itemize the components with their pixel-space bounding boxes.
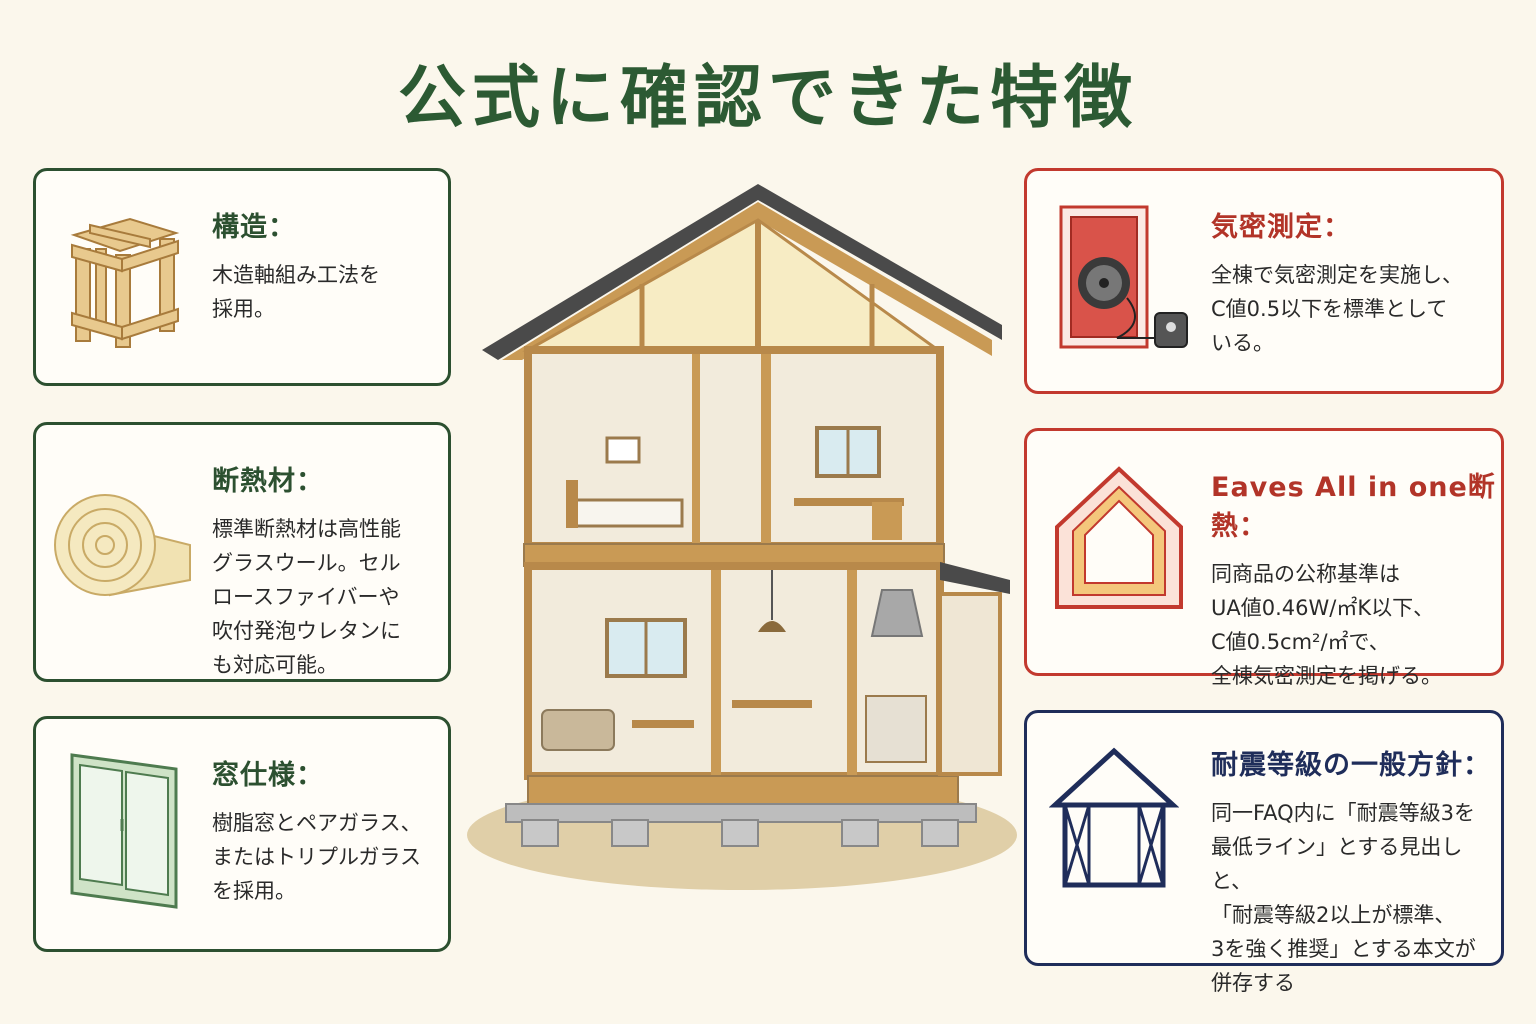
airtight-card: 気密測定： 全棟で気密測定を実施し、 C値0.5以下を標準として いる。 — [1024, 168, 1504, 394]
structure-body: 木造軸組み工法を 採用。 — [212, 263, 380, 321]
window-body: 樹脂窓とペアガラス、 またはトリプルガラス を採用。 — [212, 811, 422, 903]
airtight-title: 気密測定： — [1211, 212, 1351, 243]
window-title: 窓仕様： — [212, 760, 324, 791]
window-icon — [64, 749, 184, 913]
seismic-card: 耐震等級の一般方針： 同一FAQ内に「耐震等級3を 最低ライン」とする見出しと、… — [1024, 710, 1504, 995]
insulated-house-icon — [1049, 463, 1189, 617]
window-card: 窓仕様： 樹脂窓とペアガラス、 またはトリプルガラス を採用。 — [33, 716, 451, 952]
page-title: 公式に確認できた特徴 — [397, 58, 1138, 138]
eaves-card: Eaves All in one断熱： 同商品の公称基準は UA値0.46W/㎡… — [1024, 428, 1504, 688]
airtight-body: 全棟で気密測定を実施し、 C値0.5以下を標準として いる。 — [1211, 263, 1463, 355]
house-cutaway-illustration — [462, 180, 1022, 904]
insulation-roll-icon — [50, 485, 200, 609]
insulation-title: 断熱材： — [212, 466, 324, 497]
eaves-body: 同商品の公称基準は UA値0.46W/㎡K以下、 C値0.5cm²/㎡で、 全棟… — [1211, 562, 1442, 688]
structure-card: 構造： 木造軸組み工法を 採用。 — [33, 168, 451, 386]
insulation-body: 標準断熱材は高性能 グラスウール。セル ロースファイバーや 吹付発泡ウレタンに … — [212, 517, 401, 677]
structure-title: 構造： — [212, 212, 296, 243]
seismic-title: 耐震等級の一般方針： — [1211, 750, 1491, 781]
blower-door-icon — [1057, 203, 1197, 357]
braced-house-icon — [1048, 745, 1180, 899]
insulation-card: 断熱材： 標準断熱材は高性能 グラスウール。セル ロースファイバーや 吹付発泡ウ… — [33, 422, 451, 682]
timber-frame-icon — [60, 205, 190, 359]
seismic-body: 同一FAQ内に「耐震等級3を 最低ライン」とする見出しと、 「耐震等級2以上が標… — [1211, 801, 1476, 995]
eaves-title: Eaves All in one断熱： — [1211, 472, 1496, 542]
